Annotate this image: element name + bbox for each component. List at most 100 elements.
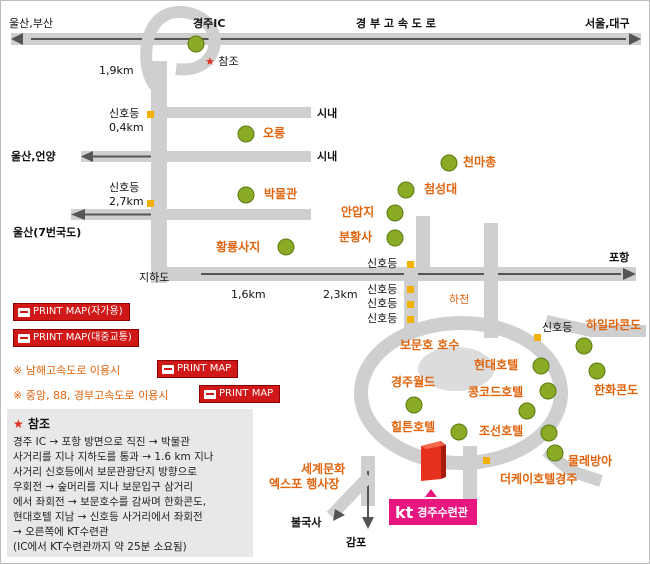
kt-logo: kt (395, 502, 414, 522)
label-ulsan-eonyang: 울산,언양 (11, 150, 56, 163)
print-map-self-button[interactable]: PRINT MAP(자가용) (13, 303, 130, 321)
concord-tree-icon (539, 382, 557, 400)
kt-pointer-icon (425, 489, 437, 497)
label-bunhwangsa: 분황사 (339, 230, 373, 244)
label-ulsan-busan: 울산,부산 (9, 17, 53, 30)
signal-icon (534, 334, 541, 341)
label-water-playland: 물레방아 (568, 454, 613, 468)
road-south-2 (463, 446, 477, 506)
signal-icon (147, 111, 154, 118)
label-bomun-lake: 보문호 호수 (400, 338, 460, 352)
signal-icon (147, 200, 154, 207)
arrow-right-icon (629, 33, 641, 45)
label-expo-2: 엑스포 행사장 (269, 477, 340, 491)
arrow-left-icon (81, 151, 93, 162)
label-signal-6: 신호등 (367, 312, 398, 325)
hilla-tree-icon (575, 337, 593, 355)
label-anapji: 안압지 (341, 205, 375, 219)
road-museum-branch (161, 209, 311, 220)
hilton-tree-icon (450, 423, 468, 441)
reference-body: 경주 IC → 포항 방면으로 직진 → 박물관 사거리를 지나 지하도를 통과… (13, 436, 214, 553)
hanwha-tree-icon (588, 362, 606, 380)
museum-tree-icon (237, 186, 255, 204)
ic-tree-icon (187, 35, 205, 53)
label-gyeongju-world: 경주월드 (391, 375, 436, 389)
bunhwangsa-tree-icon (386, 229, 404, 247)
reference-title: ★ 참조 (13, 417, 51, 431)
print-map-public-button[interactable]: PRINT MAP(대중교통) (13, 329, 139, 347)
label-hwangnyongsa: 황룡사지 (216, 240, 261, 254)
arrow-right-icon (623, 268, 636, 280)
label-signal-2: 신호등 (109, 181, 140, 194)
signal-icon (407, 316, 414, 323)
hyundai-tree-icon (532, 357, 550, 375)
label-dist-1-6: 1,6km (231, 288, 266, 301)
signal-icon (407, 301, 414, 308)
label-signal-7: 신호등 (542, 321, 573, 334)
label-bulguksa: 불국사 (291, 516, 322, 529)
arrow-left-icon (71, 209, 85, 220)
label-ulsan-7: 울산(7번국도) (13, 226, 82, 239)
label-signal-5: 신호등 (367, 297, 398, 310)
joseon2-tree-icon (540, 424, 558, 442)
label-downtown-2: 시내 (317, 150, 338, 163)
label-hilla-condo: 하일라콘도 (586, 318, 642, 332)
label-dist-2-3: 2,3km (323, 288, 358, 301)
bomun-lake-loop (354, 316, 568, 470)
label-hanwha-condo: 한화콘도 (594, 383, 639, 397)
star-icon: ★ (13, 417, 24, 431)
kt-building-icon (421, 441, 441, 481)
print-map-jungang-button[interactable]: PRINT MAP (199, 385, 281, 403)
note-jungang: ※ 중앙, 88, 경부고속도로 이용시 (13, 389, 169, 402)
label-expo-1: 세계문화 (301, 462, 346, 476)
road-to-hilla (544, 315, 646, 337)
joseon-tree-icon (518, 402, 536, 420)
label-cheonmachong: 천마총 (463, 155, 497, 169)
printer-icon (204, 389, 216, 399)
arrow-left-icon (333, 509, 345, 521)
label-downtown-1: 시내 (317, 107, 338, 120)
label-signal-3: 신호등 (367, 257, 398, 270)
kt-name: 경주수련관 (417, 506, 468, 519)
water-tree-icon (546, 444, 564, 462)
label-cheomseongdae: 첨성대 (424, 182, 458, 196)
label-dist-2-7: 2,7km (109, 195, 144, 208)
bomun-lake (418, 347, 494, 391)
road-to-bulguksa (326, 471, 374, 521)
oreung-tree-icon (237, 125, 255, 143)
label-gyeongju-ic: 경주IC (193, 17, 226, 30)
label-joseon-hotel: 조선호텔 (479, 424, 524, 438)
signal-icon (483, 457, 490, 464)
cheonmachong-tree-icon (440, 154, 458, 172)
vertical-road-2 (484, 223, 498, 338)
label-signal-4: 신호등 (367, 283, 398, 296)
reference-box: ★ 참조 경주 IC → 포항 방면으로 직진 → 박물관 사거리를 지나 지하… (7, 409, 253, 557)
label-pohang: 포항 (609, 251, 630, 264)
print-map-namhae-button[interactable]: PRINT MAP (157, 360, 239, 378)
label-underpass: 지하도 (139, 271, 170, 284)
main-vertical-road (151, 61, 167, 283)
label-expressway: 경 부 고 속 도 로 (356, 17, 436, 30)
signal-icon (407, 261, 414, 268)
world-tree-icon (405, 396, 423, 414)
printer-icon (162, 364, 174, 374)
hwangnyongsa-tree-icon (277, 238, 295, 256)
vertical-road-1 (416, 216, 430, 271)
label-k-hotel: 더케이호텔경주 (500, 472, 578, 486)
printer-icon (18, 307, 30, 317)
label-museum: 박물관 (264, 187, 298, 201)
star-icon: ★ (205, 55, 215, 68)
label-hyundai-hotel: 현대호텔 (474, 358, 519, 372)
signal-icon (407, 286, 414, 293)
label-dist-0-4: 0,4km (109, 121, 144, 134)
anapji-tree-icon (386, 204, 404, 222)
kt-badge[interactable]: kt 경주수련관 (389, 499, 477, 525)
road-to-downtown-2 (161, 151, 311, 162)
arrow-left-icon (11, 33, 23, 45)
printer-icon (18, 333, 30, 343)
label-ref: ★ 참조 (205, 55, 239, 68)
note-namhae: ※ 남해고속도로 이용시 (13, 364, 121, 377)
ic-loop-road (140, 6, 221, 92)
